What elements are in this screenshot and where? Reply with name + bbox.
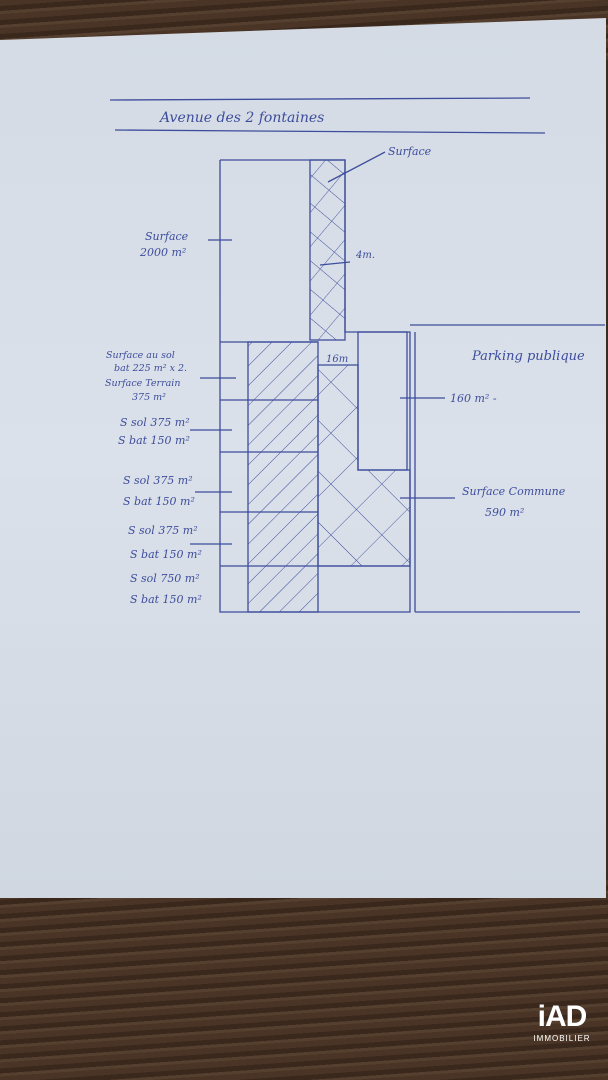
lot-5-labels: S sol 750 m² S bat 150 m² bbox=[130, 572, 202, 606]
strip-width-label: 4m. bbox=[355, 250, 375, 261]
street-name: Avenue des 2 fontaines bbox=[158, 110, 324, 126]
svg-text:S bat 150 m²: S bat 150 m² bbox=[130, 593, 202, 606]
building-lots bbox=[247, 341, 319, 613]
iad-logo: iAD IMMOBILIER bbox=[522, 1000, 602, 1043]
main-surface-label: Surface bbox=[145, 230, 189, 243]
svg-text:S bat 150 m²: S bat 150 m² bbox=[130, 548, 202, 561]
parking-area-160 bbox=[357, 331, 408, 471]
svg-text:375 m²: 375 m² bbox=[132, 392, 166, 403]
common-surface-label: Surface Commune bbox=[462, 485, 566, 498]
street-line-bottom bbox=[114, 129, 546, 134]
svg-text:Surface au sol: Surface au sol bbox=[106, 350, 175, 361]
parcel-outline bbox=[219, 159, 411, 613]
svg-text:S sol 375 m²: S sol 375 m² bbox=[123, 474, 193, 487]
main-surface-value: 2000 m² bbox=[139, 246, 186, 259]
svg-text:bat 225 m² x 2.: bat 225 m² x 2. bbox=[114, 363, 187, 374]
common-surface-value: 590 m² bbox=[485, 506, 524, 519]
svg-text:S sol 750 m²: S sol 750 m² bbox=[130, 572, 200, 585]
width-16-label: 16m bbox=[326, 354, 348, 365]
street-line-top bbox=[109, 97, 531, 101]
parking-area-label: 160 m² - bbox=[450, 392, 497, 405]
svg-text:S bat 150 m²: S bat 150 m² bbox=[118, 434, 190, 447]
access-strip bbox=[309, 159, 346, 341]
lot-3-labels: S sol 375 m² S bat 150 m² bbox=[123, 474, 195, 508]
svg-text:S sol 375 m²: S sol 375 m² bbox=[128, 524, 198, 537]
lot-4-labels: S sol 375 m² S bat 150 m² bbox=[128, 524, 202, 561]
lot-1-labels: Surface au sol bat 225 m² x 2. Surface T… bbox=[105, 350, 187, 403]
parking-label: Parking publique bbox=[471, 349, 585, 364]
logo-subtitle: IMMOBILIER bbox=[533, 1034, 591, 1043]
strip-surface-label: Surface bbox=[388, 145, 432, 158]
logo-mark: iAD bbox=[537, 1000, 588, 1033]
common-area bbox=[317, 364, 411, 567]
wood-table-bottom bbox=[0, 880, 608, 1080]
svg-text:S bat 150 m²: S bat 150 m² bbox=[123, 495, 195, 508]
svg-text:Surface Terrain: Surface Terrain bbox=[105, 378, 180, 389]
svg-text:S sol 375 m²: S sol 375 m² bbox=[120, 416, 190, 429]
lot-2-labels: S sol 375 m² S bat 150 m² bbox=[118, 416, 190, 447]
